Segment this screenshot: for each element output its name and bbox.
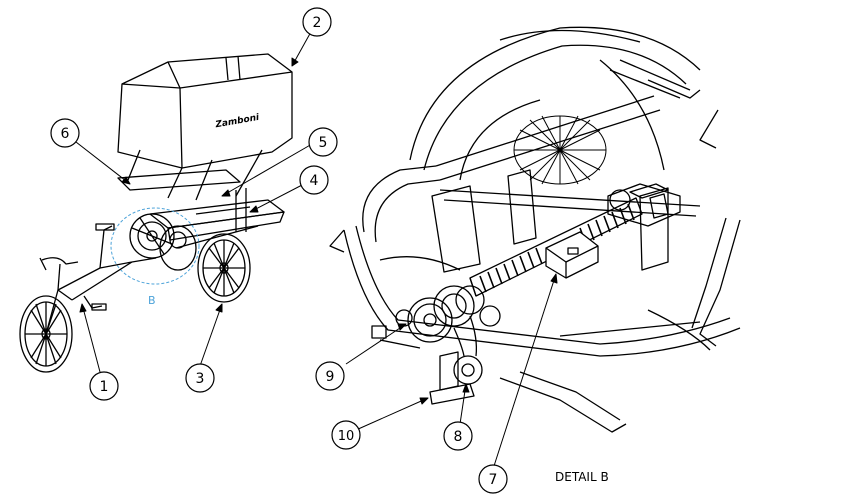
- hopper-bin: Zamboni: [117, 53, 293, 201]
- leader-lines-right: [345, 273, 558, 467]
- svg-text:9: 9: [326, 369, 335, 385]
- callout-2: 2: [302, 7, 332, 37]
- wheel-spoke-hub: [513, 115, 607, 185]
- threaded-roller-shaft: [469, 197, 643, 297]
- callout-10: 10: [331, 420, 361, 450]
- svg-text:3: 3: [196, 371, 205, 387]
- callout-7: 7: [478, 464, 508, 494]
- rear-wheel: [197, 233, 251, 303]
- callout-9: 9: [315, 361, 345, 391]
- callout-4: 4: [299, 165, 329, 195]
- bearing-block-right: [607, 183, 681, 227]
- detail-caption: DETAIL B: [555, 470, 609, 484]
- front-wheel: [19, 289, 73, 373]
- svg-text:1: 1: [100, 379, 109, 395]
- callout-balloons: 1 2 3 4 5 6 7 8: [50, 7, 508, 494]
- detail-b-marker: B: [148, 294, 156, 307]
- lower-frame-rails: [329, 217, 741, 433]
- drive-sprocket-detail: [395, 285, 501, 405]
- svg-text:4: 4: [310, 173, 319, 189]
- callout-1: 1: [89, 371, 119, 401]
- roller-thread-lines: [479, 203, 635, 293]
- center-bearing-block: [545, 231, 599, 279]
- svg-text:7: 7: [489, 472, 498, 488]
- svg-text:10: 10: [338, 429, 355, 444]
- detail-b-outline: [110, 207, 200, 285]
- leader-lines-left: [75, 29, 313, 373]
- detail-b-view: [329, 26, 741, 467]
- callout-5: 5: [308, 127, 338, 157]
- tricycle-assembly-view: Zamboni B: [19, 29, 313, 373]
- svg-text:5: 5: [319, 135, 328, 151]
- wheel-rim-arcs: [409, 26, 719, 181]
- bicycle-frame: [39, 223, 157, 311]
- frame-tubes: [362, 59, 701, 273]
- callout-3: 3: [185, 363, 215, 393]
- cargo-frame: [149, 188, 285, 249]
- svg-text:2: 2: [313, 15, 322, 31]
- svg-text:8: 8: [454, 429, 463, 445]
- callout-6: 6: [50, 118, 80, 148]
- svg-text:6: 6: [61, 126, 70, 142]
- rear-wheel-hidden: [159, 225, 197, 271]
- drive-sprocket: [129, 213, 187, 259]
- callout-8: 8: [443, 421, 473, 451]
